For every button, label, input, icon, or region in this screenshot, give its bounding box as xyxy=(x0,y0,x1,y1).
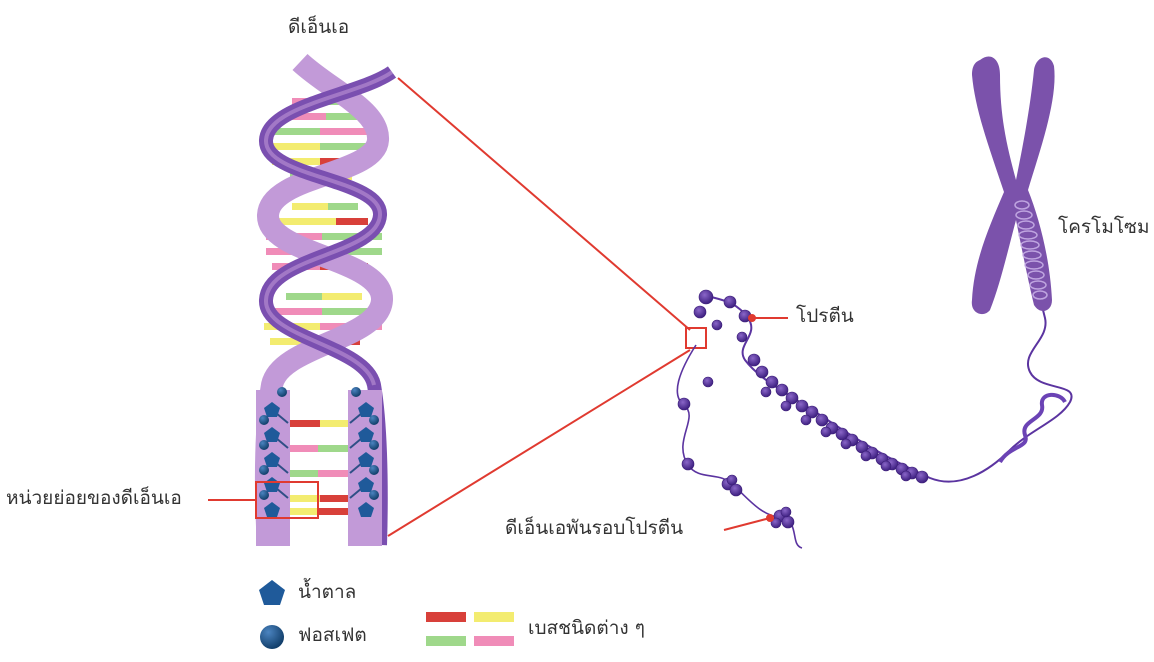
phosphate-legend-icon xyxy=(260,625,284,649)
chromatin-fiber xyxy=(677,285,1071,548)
bases-legend-label: เบสชนิดต่าง ๆ xyxy=(528,619,645,638)
chromosome-label: โครโมโซม xyxy=(1058,218,1149,237)
phosphate-legend-label: ฟอสเฟต xyxy=(298,626,367,645)
bases-legend-icon xyxy=(426,612,514,646)
dna-unit-label: หน่วยย่อยของดีเอ็นเอ xyxy=(6,489,182,508)
helix-base-pairs xyxy=(264,98,382,345)
chromosome xyxy=(972,56,1055,314)
sugar-legend-label: น้ำตาล xyxy=(298,583,356,602)
sugar-legend-icon xyxy=(259,580,285,605)
zoom-callout-lines xyxy=(388,78,706,536)
protein-label: โปรตีน xyxy=(796,307,854,326)
dna-double-helix xyxy=(256,62,392,546)
dna-label: ดีเอ็นเอ xyxy=(288,18,349,37)
dna-wrap-label: ดีเอ็นเอพันรอบโปรตีน xyxy=(505,519,683,538)
